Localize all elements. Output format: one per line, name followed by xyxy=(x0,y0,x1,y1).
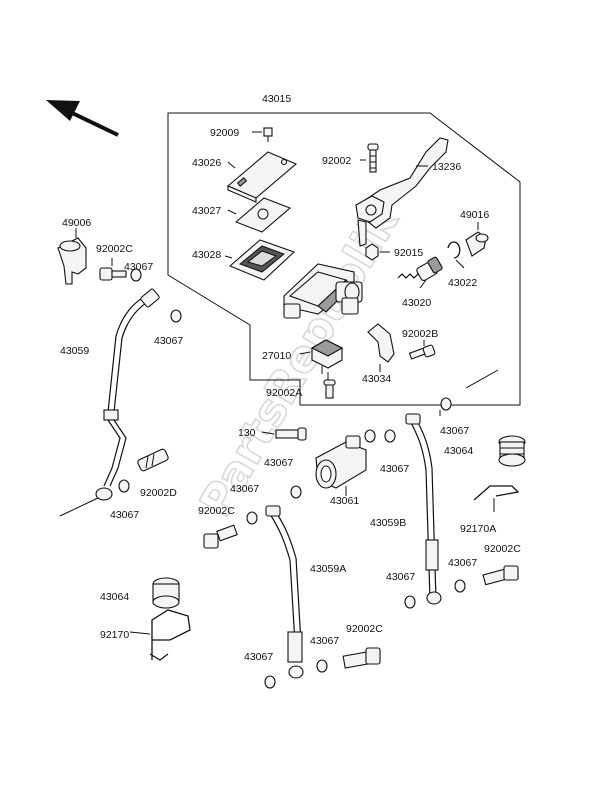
label-43028: 43028 xyxy=(192,249,221,261)
label-92002C-b: 92002C xyxy=(198,505,235,517)
part-92170A-bracket[interactable] xyxy=(473,485,520,512)
part-43034-clamp[interactable] xyxy=(367,323,395,372)
label-43067-i: 43067 xyxy=(448,557,477,569)
part-92009-screw[interactable] xyxy=(252,127,273,142)
label-43067-a: 43067 xyxy=(124,261,153,273)
part-43067-washer-g[interactable] xyxy=(440,397,452,411)
label-43015: 43015 xyxy=(262,93,291,105)
part-43067-washer-i[interactable] xyxy=(404,595,416,609)
label-92015: 92015 xyxy=(394,247,423,259)
label-43067-e: 43067 xyxy=(380,463,409,475)
label-27010: 27010 xyxy=(262,350,291,362)
part-92002D-bolt[interactable] xyxy=(137,448,169,472)
label-92009: 92009 xyxy=(210,127,239,139)
part-43067-washer-j[interactable] xyxy=(454,579,466,593)
front-direction-arrow-icon xyxy=(46,100,119,137)
part-43067-washer-k[interactable] xyxy=(264,675,276,689)
part-92002-pivot-bolt[interactable] xyxy=(360,143,379,173)
part-13236-brake-lever[interactable] xyxy=(355,137,449,247)
part-43020-piston-assembly[interactable] xyxy=(397,256,443,289)
label-43064-a: 43064 xyxy=(444,445,473,457)
part-43059B-brake-hose[interactable] xyxy=(405,413,442,605)
label-43059: 43059 xyxy=(60,345,89,357)
part-92002C-banjo-bolt-right[interactable] xyxy=(482,565,519,586)
part-master-cylinder-body[interactable] xyxy=(283,263,363,319)
label-49006: 49006 xyxy=(62,217,91,229)
label-13236: 13236 xyxy=(432,161,461,173)
part-43067-washer-h[interactable] xyxy=(246,511,258,525)
part-43067-washer-l[interactable] xyxy=(316,659,328,673)
label-43067-k: 43067 xyxy=(244,651,273,663)
part-43028-diaphragm[interactable] xyxy=(224,239,296,281)
label-43034: 43034 xyxy=(362,373,391,385)
part-43026-reservoir-cap[interactable] xyxy=(226,151,298,203)
part-43064-grommet-upper[interactable] xyxy=(498,435,526,467)
label-43064-b: 43064 xyxy=(100,591,129,603)
part-27010-brake-switch[interactable] xyxy=(299,339,344,374)
label-43067-f: 43067 xyxy=(440,425,469,437)
part-43067-washer-c[interactable] xyxy=(118,479,130,493)
part-130-bolt[interactable] xyxy=(261,427,307,441)
part-43067-washer-b[interactable] xyxy=(170,309,182,323)
label-43061: 43061 xyxy=(330,495,359,507)
part-92002A-screw[interactable] xyxy=(323,372,336,399)
label-92002D: 92002D xyxy=(140,487,177,499)
label-92002C-c: 92002C xyxy=(484,543,521,555)
label-43059A: 43059A xyxy=(310,563,346,575)
label-43027: 43027 xyxy=(192,205,221,217)
label-92002C-a: 92002C xyxy=(96,243,133,255)
part-92002C-banjo-bolt-bottom[interactable] xyxy=(342,647,381,669)
label-92002B: 92002B xyxy=(402,328,438,340)
part-43059-brake-hose[interactable] xyxy=(59,288,160,517)
label-43059B: 43059B xyxy=(370,517,406,529)
part-43027-diaphragm-plate[interactable] xyxy=(227,197,292,233)
part-92002C-banjo-bolt-mid[interactable] xyxy=(203,524,238,549)
part-49006-cover[interactable] xyxy=(57,228,87,285)
part-43067-washer-e[interactable] xyxy=(364,429,376,443)
part-43064-grommet-lower[interactable] xyxy=(152,577,180,609)
part-43067-washer-d[interactable] xyxy=(290,485,302,499)
label-43067-h: 43067 xyxy=(386,571,415,583)
label-43022: 43022 xyxy=(448,277,477,289)
label-43026: 43026 xyxy=(192,157,221,169)
label-49016: 49016 xyxy=(460,209,489,221)
label-43067-j: 43067 xyxy=(310,635,339,647)
part-43061-cylinder[interactable] xyxy=(315,435,367,496)
part-43067-washer-a[interactable] xyxy=(130,268,142,282)
part-43022-circlip[interactable] xyxy=(447,241,465,269)
part-43059A-brake-hose[interactable] xyxy=(265,505,304,679)
label-43020: 43020 xyxy=(402,297,431,309)
part-49016-boot[interactable] xyxy=(465,222,489,257)
part-43067-washer-f[interactable] xyxy=(384,429,396,443)
label-43067-b: 43067 xyxy=(154,335,183,347)
label-92002C-d: 92002C xyxy=(346,623,383,635)
label-43067-d: 43067 xyxy=(264,457,293,469)
part-92170-clamp[interactable] xyxy=(129,609,191,661)
label-43067-g: 43067 xyxy=(230,483,259,495)
label-43067-c: 43067 xyxy=(110,509,139,521)
part-92015-nut[interactable] xyxy=(365,243,390,261)
label-92170: 92170 xyxy=(100,629,129,641)
part-92002B-bolt[interactable] xyxy=(408,340,436,360)
label-92170A: 92170A xyxy=(460,523,496,535)
master-cylinder-assembly-outline xyxy=(167,112,521,406)
label-130: 130 xyxy=(238,427,256,439)
label-92002: 92002 xyxy=(322,155,351,167)
label-92002A: 92002A xyxy=(266,387,302,399)
part-92002C-banjo-bolt-left[interactable] xyxy=(99,258,127,281)
